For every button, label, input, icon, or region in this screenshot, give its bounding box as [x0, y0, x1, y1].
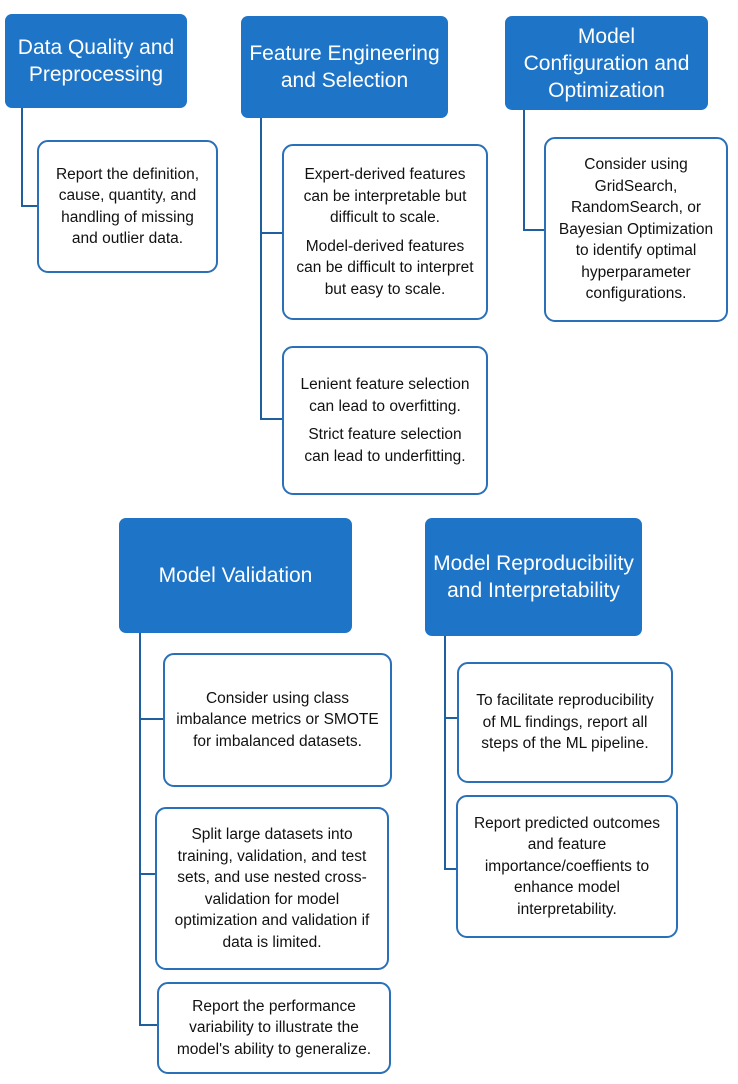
connector-line	[139, 633, 141, 1026]
section-header-model-reproducibility: Model Reproducibility and Interpretabili…	[425, 518, 642, 636]
note-missing-outlier-data: Report the definition, cause, quantity, …	[37, 140, 218, 273]
note-text: Report the performance variability to il…	[176, 997, 372, 1058]
note-text: Model-derived features can be difficult …	[296, 237, 474, 298]
connector-line	[21, 205, 38, 207]
note-hyperparameter-search: Consider using GridSearch, RandomSearch,…	[544, 137, 728, 322]
note-feature-derivation: Expert-derived features can be interpret…	[282, 144, 488, 320]
section-header-model-validation: Model Validation	[119, 518, 352, 633]
connector-line	[21, 108, 23, 207]
connector-line	[444, 717, 458, 719]
note-performance-variability: Report the performance variability to il…	[157, 982, 391, 1074]
connector-line	[523, 110, 525, 231]
section-header-data-quality: Data Quality and Preprocessing	[5, 14, 187, 108]
note-text: Strict feature selection can lead to und…	[304, 426, 466, 465]
section-header-model-configuration: Model Configuration and Optimization	[505, 16, 708, 110]
note-feature-selection: Lenient feature selection can lead to ov…	[282, 346, 488, 495]
connector-line	[139, 718, 164, 720]
note-feature-importance: Report predicted outcomes and feature im…	[456, 795, 678, 938]
connector-line	[139, 873, 156, 875]
note-dataset-splitting: Split large datasets into training, vali…	[155, 807, 389, 970]
connector-line	[444, 636, 446, 870]
note-text: Report the definition, cause, quantity, …	[55, 165, 200, 248]
connector-line	[260, 418, 283, 420]
connector-line	[139, 1024, 158, 1026]
connector-line	[260, 118, 262, 420]
note-text: Lenient feature selection can lead to ov…	[300, 376, 470, 415]
note-text: Split large datasets into training, vali…	[174, 826, 370, 951]
note-text: Consider using class imbalance metrics o…	[176, 689, 379, 750]
note-text: Consider using GridSearch, RandomSearch,…	[558, 156, 714, 303]
connector-line	[523, 229, 546, 231]
note-class-imbalance: Consider using class imbalance metrics o…	[163, 653, 392, 787]
section-header-feature-engineering: Feature Engineering and Selection	[241, 16, 448, 118]
note-pipeline-reporting: To facilitate reproducibility of ML find…	[457, 662, 673, 783]
note-text: To facilitate reproducibility of ML find…	[476, 692, 654, 753]
note-text: Report predicted outcomes and feature im…	[473, 814, 661, 918]
note-text: Expert-derived features can be interpret…	[303, 166, 467, 226]
connector-line	[260, 232, 283, 234]
connector-line	[444, 868, 458, 870]
